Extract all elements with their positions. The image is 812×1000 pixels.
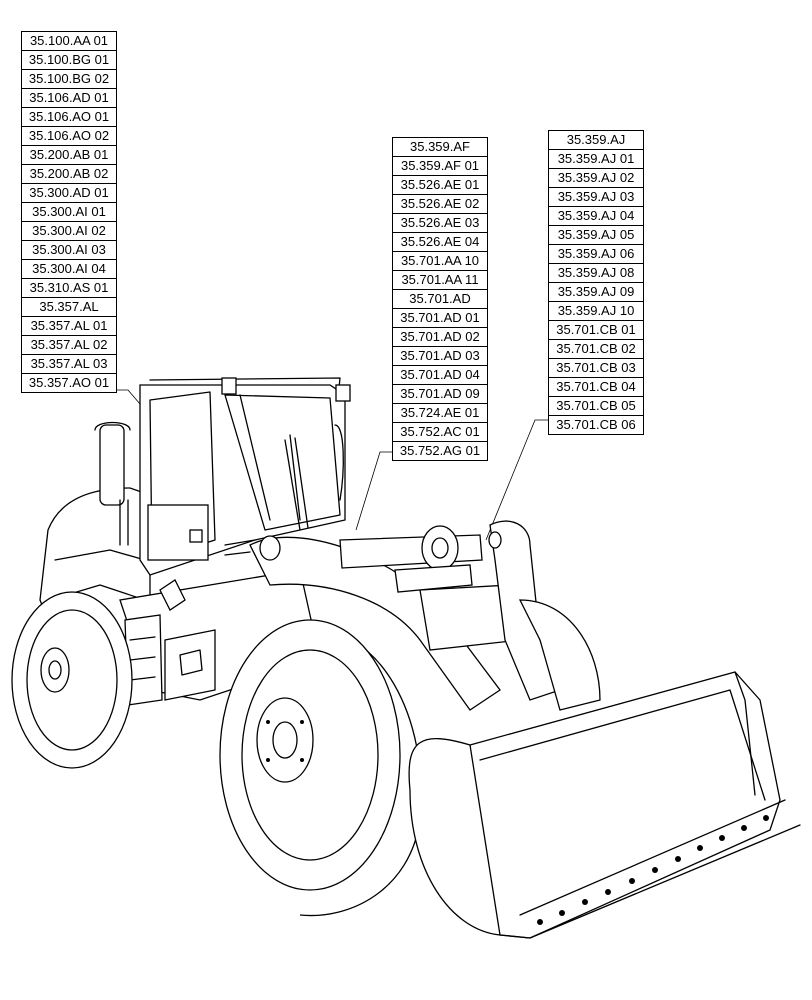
callout-code[interactable]: 35.526.AE 03 xyxy=(393,213,487,232)
callout-table-right: 35.359.AJ 35.359.AJ 01 35.359.AJ 02 35.3… xyxy=(548,130,644,435)
front-wheel xyxy=(219,619,422,917)
callout-code[interactable]: 35.357.AL 03 xyxy=(22,354,116,373)
callout-code[interactable]: 35.359.AJ 08 xyxy=(549,263,643,282)
rear-wheel xyxy=(11,591,133,769)
callout-table-left: 35.100.AA 01 35.100.BG 01 35.100.BG 02 3… xyxy=(21,31,117,393)
callout-code[interactable]: 35.701.CB 05 xyxy=(549,396,643,415)
callout-code[interactable]: 35.359.AJ 03 xyxy=(549,187,643,206)
callout-code[interactable]: 35.357.AL 02 xyxy=(22,335,116,354)
callout-code[interactable]: 35.106.AO 02 xyxy=(22,126,116,145)
callout-code[interactable]: 35.357.AL xyxy=(22,297,116,316)
callout-code[interactable]: 35.100.BG 02 xyxy=(22,69,116,88)
callout-code[interactable]: 35.300.AD 01 xyxy=(22,183,116,202)
callout-code[interactable]: 35.701.CB 01 xyxy=(549,320,643,339)
callout-code[interactable]: 35.200.AB 01 xyxy=(22,145,116,164)
callout-code[interactable]: 35.300.AI 02 xyxy=(22,221,116,240)
callout-code[interactable]: 35.701.AD xyxy=(393,289,487,308)
leader-line-middle xyxy=(355,451,392,531)
callout-code[interactable]: 35.359.AF 01 xyxy=(393,156,487,175)
callout-code[interactable]: 35.701.AD 09 xyxy=(393,384,487,403)
callout-code[interactable]: 35.701.AD 03 xyxy=(393,346,487,365)
callout-table-middle: 35.359.AF 35.359.AF 01 35.526.AE 01 35.5… xyxy=(392,137,488,461)
callout-code[interactable]: 35.526.AE 02 xyxy=(393,194,487,213)
callout-code[interactable]: 35.359.AJ xyxy=(566,132,626,147)
callout-code[interactable]: 35.100.AA 01 xyxy=(29,33,109,48)
callout-code[interactable]: 35.100.BG 01 xyxy=(22,50,116,69)
callout-code[interactable]: 35.359.AJ 01 xyxy=(549,149,643,168)
callout-code[interactable]: 35.752.AC 01 xyxy=(393,422,487,441)
callout-code[interactable]: 35.106.AO 01 xyxy=(22,107,116,126)
callout-code[interactable]: 35.701.CB 06 xyxy=(549,415,643,434)
callout-code[interactable]: 35.359.AJ 04 xyxy=(549,206,643,225)
callout-code[interactable]: 35.701.AA 11 xyxy=(393,270,487,289)
callout-code[interactable]: 35.357.AO 01 xyxy=(22,373,116,392)
callout-code[interactable]: 35.701.CB 02 xyxy=(549,339,643,358)
callout-code[interactable]: 35.359.AJ 05 xyxy=(549,225,643,244)
callout-code[interactable]: 35.300.AI 01 xyxy=(22,202,116,221)
bucket-teeth xyxy=(537,815,769,925)
callout-code[interactable]: 35.526.AE 01 xyxy=(393,175,487,194)
callout-code[interactable]: 35.359.AF xyxy=(410,139,470,154)
callout-code[interactable]: 35.359.AJ 02 xyxy=(549,168,643,187)
bucket xyxy=(408,671,801,939)
callout-code[interactable]: 35.701.AD 01 xyxy=(393,308,487,327)
callout-code[interactable]: 35.701.AD 02 xyxy=(393,327,487,346)
callout-code[interactable]: 35.752.AG 01 xyxy=(393,441,487,460)
callout-code[interactable]: 35.701.AA 10 xyxy=(393,251,487,270)
callout-code[interactable]: 35.300.AI 03 xyxy=(22,240,116,259)
leader-line-right xyxy=(485,419,548,541)
callout-code[interactable]: 35.357.AL 01 xyxy=(22,316,116,335)
callout-code[interactable]: 35.526.AE 04 xyxy=(393,232,487,251)
operator-cab xyxy=(139,377,351,576)
callout-code[interactable]: 35.701.AD 04 xyxy=(393,365,487,384)
callout-code[interactable]: 35.300.AI 04 xyxy=(22,259,116,278)
callout-code[interactable]: 35.106.AD 01 xyxy=(22,88,116,107)
callout-code[interactable]: 35.359.AJ 09 xyxy=(549,282,643,301)
callout-code[interactable]: 35.310.AS 01 xyxy=(22,278,116,297)
callout-code[interactable]: 35.359.AJ 10 xyxy=(549,301,643,320)
callout-code[interactable]: 35.200.AB 02 xyxy=(22,164,116,183)
front-wheel-far xyxy=(518,599,601,711)
callout-code[interactable]: 35.701.CB 03 xyxy=(549,358,643,377)
callout-code[interactable]: 35.724.AE 01 xyxy=(393,403,487,422)
callout-code[interactable]: 35.701.CB 04 xyxy=(549,377,643,396)
callout-code[interactable]: 35.359.AJ 06 xyxy=(549,244,643,263)
